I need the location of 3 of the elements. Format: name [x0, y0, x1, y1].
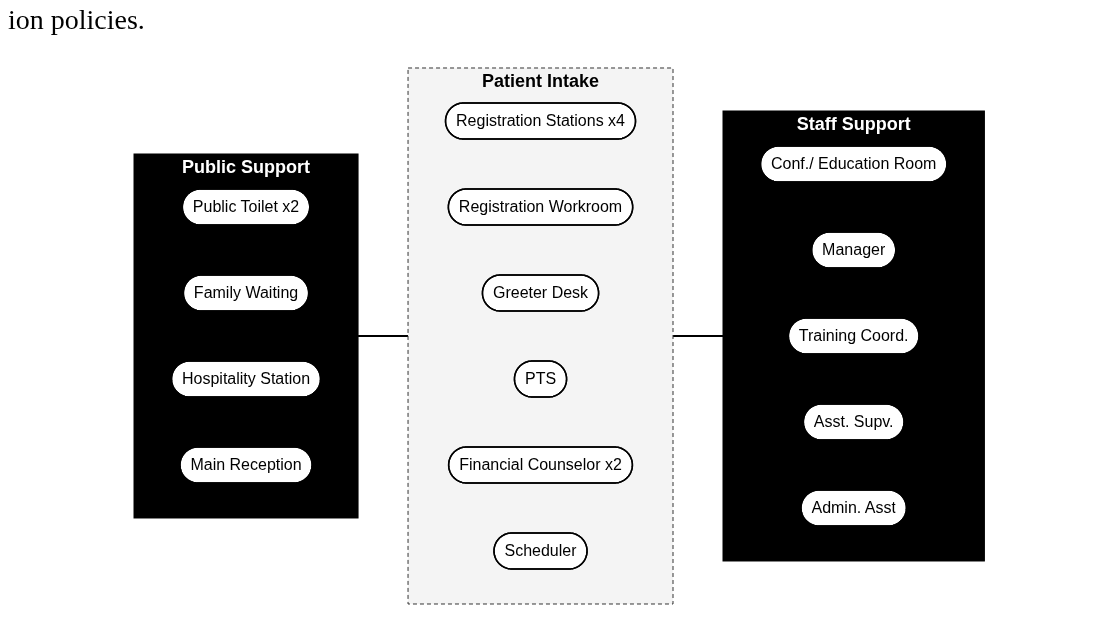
- connector: [672, 334, 725, 337]
- text-fragment: ion policies.: [8, 4, 145, 36]
- connector: [357, 334, 410, 337]
